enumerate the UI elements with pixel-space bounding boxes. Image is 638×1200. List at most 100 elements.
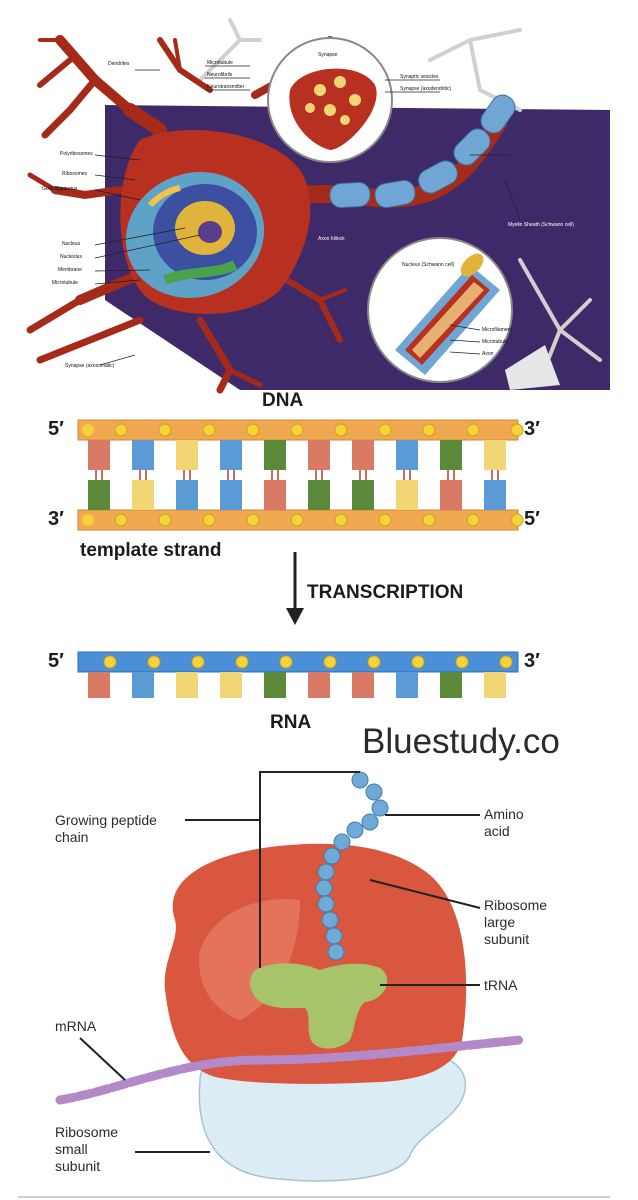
dna-bottom-base [176, 480, 198, 510]
label-polyribosomes: Polyribosomes [60, 151, 93, 157]
label-membrane: Membrane [58, 267, 82, 273]
ribosome-large-subunit [164, 843, 467, 1084]
label-nucleus: Nucleus [62, 241, 81, 247]
label-golgi: Golgi apparatus [42, 186, 78, 192]
amino-acid-bead [315, 879, 333, 897]
dna-top-base [352, 440, 374, 470]
axon-magnifier [367, 237, 513, 383]
label-microtubule-2: Microtubule [52, 280, 78, 286]
rna-phosphate [499, 655, 513, 669]
label-microtubule: Microtubule [207, 60, 233, 66]
dna-top-base [132, 440, 154, 470]
synapse-magnifier [267, 37, 393, 163]
dna-left-bottom: 3′ [48, 508, 64, 530]
rna-base [396, 672, 418, 698]
rna-base [264, 672, 286, 698]
dna-bottom-base [132, 480, 154, 510]
label-axon: Axon [482, 351, 494, 357]
dna-bottom-phosphate [114, 513, 128, 527]
rna-strand [77, 651, 519, 698]
label-synapse-axodendritic: Synapse (axodendritic) [400, 86, 452, 92]
dna-bottom-phosphate [82, 514, 94, 526]
dna-top-base [308, 440, 330, 470]
dna-top-phosphate [246, 423, 260, 437]
dna-double-helix [77, 419, 524, 531]
rna-phosphate [103, 655, 117, 669]
neuron-leader-lines [94, 65, 521, 366]
rna-phosphate [323, 655, 337, 669]
dna-bottom-phosphate [378, 513, 392, 527]
dna-bottom-phosphate [158, 513, 172, 527]
dna-bottom-phosphate [246, 513, 260, 527]
label-ribosome-large-subunit: Ribosome large subunit [484, 897, 548, 947]
label-amino-acid: Amino acid [484, 806, 524, 839]
dna-bottom-phosphate [290, 513, 304, 527]
dna-title: DNA [262, 390, 304, 411]
mrna-strand [55, 1035, 525, 1105]
dna-top-phosphate [422, 423, 436, 437]
trna [250, 963, 388, 1049]
rna-phosphate [147, 655, 161, 669]
dna-bottom-base [264, 480, 286, 510]
rna-title: RNA [270, 712, 312, 733]
dna-bottom-phosphate [422, 513, 436, 527]
dna-bottom-base [396, 480, 418, 510]
amino-acid-bead [317, 863, 335, 881]
dna-bottom-phosphate [334, 513, 348, 527]
amino-acid-bead [323, 847, 341, 865]
label-growing-peptide-chain: Growing peptide chain [55, 812, 157, 845]
rna-phosphate [191, 655, 205, 669]
label-nucleolus: Nucleolus [60, 254, 82, 260]
dna-bottom-base [220, 480, 242, 510]
label-mrna: mRNA [55, 1018, 97, 1034]
amino-acid-bead [333, 833, 351, 851]
dna-top-base [484, 440, 506, 470]
dna-top-base [176, 440, 198, 470]
rna-right: 3′ [524, 650, 540, 672]
rna-base [440, 672, 462, 698]
myelin-sheath [329, 94, 516, 209]
label-synaptic-vesicles: Synaptic vesicles [400, 74, 439, 80]
peptide-chain [315, 771, 389, 961]
label-synapse-axosomatic: Synapse (axosomatic) [65, 363, 115, 369]
label-trna: tRNA [484, 977, 518, 993]
amino-acid-bead [371, 799, 389, 817]
dna-top-phosphate [334, 423, 348, 437]
dna-top-phosphate [466, 423, 480, 437]
translation-leader-lines [79, 771, 481, 1153]
template-strand-label: template strand [80, 540, 222, 561]
rna-base [352, 672, 374, 698]
dna-bottom-base [352, 480, 374, 510]
amino-acid-bead [321, 911, 339, 929]
label-neurofibrils: Neurofibrils [207, 72, 233, 78]
label-ribosome-small-subunit: Ribosome small subunit [55, 1124, 119, 1174]
neuron-illustration [0, 0, 638, 395]
dna-bottom-base [88, 480, 110, 510]
label-ribosomes: Ribosomes [62, 171, 88, 177]
dendrites [26, 35, 347, 394]
amino-acid-bead [351, 771, 369, 789]
dna-top-base [88, 440, 110, 470]
dna-top-phosphate [82, 424, 94, 436]
rna-phosphate [455, 655, 469, 669]
dna-top-phosphate [114, 423, 128, 437]
label-myelin-sheath: Myelin Sheath (Schwann cell) [508, 222, 574, 228]
label-axon-hillock: Axon hillock [318, 236, 345, 242]
label-nucleus-schwann: Nucleus (Schwann cell) [402, 262, 455, 268]
rna-phosphate [411, 655, 425, 669]
dna-top-phosphate [202, 423, 216, 437]
rna-base [484, 672, 506, 698]
rna-phosphate [279, 655, 293, 669]
dna-top-phosphate [290, 423, 304, 437]
dna-top-base [264, 440, 286, 470]
label-microfilament: Microfilament [482, 327, 512, 333]
amino-acid-bead [325, 927, 343, 945]
label-synapse: Synapse [318, 52, 338, 58]
dna-left-top: 5′ [48, 418, 64, 440]
dna-bottom-phosphate [466, 513, 480, 527]
rna-base [88, 672, 110, 698]
amino-acid-bead [317, 895, 335, 913]
dna-top-base [396, 440, 418, 470]
watermark: Bluestudy.co [362, 722, 560, 761]
